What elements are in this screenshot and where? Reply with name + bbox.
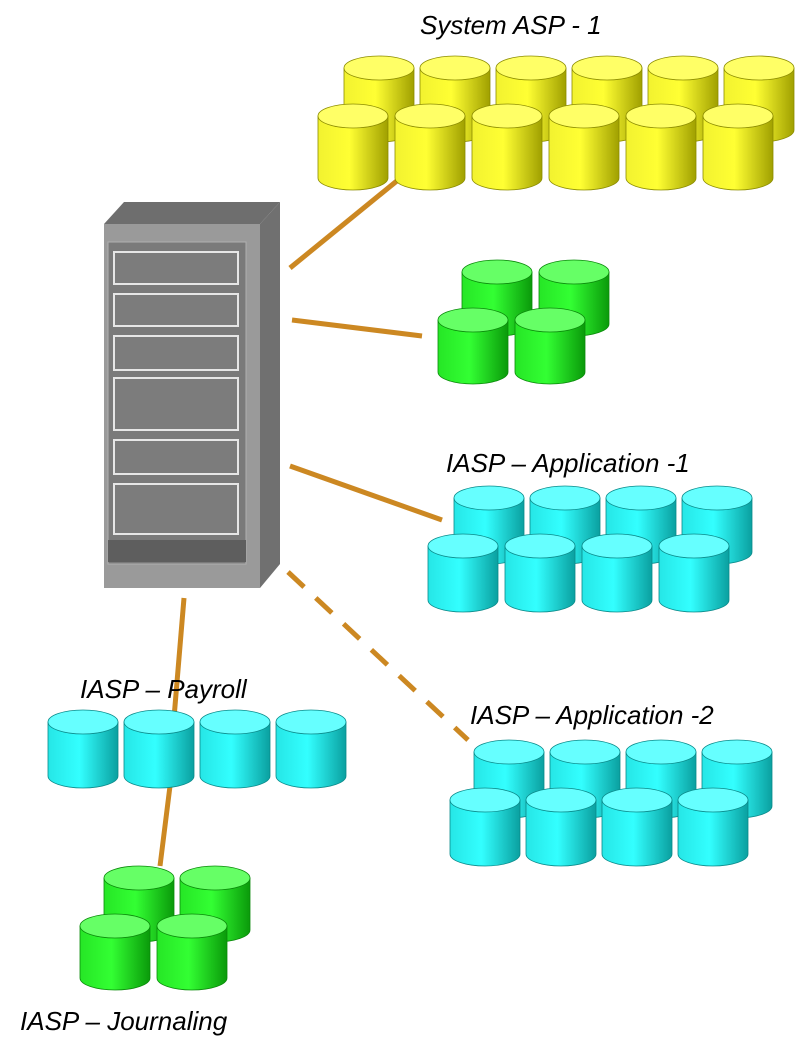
disk-icon (317, 103, 389, 191)
disk-icon (702, 103, 774, 191)
disk-icon (437, 307, 509, 385)
label-system-asp: System ASP - 1 (420, 10, 602, 40)
disk-icon (79, 913, 151, 991)
disk-group-payroll (47, 709, 347, 789)
disk-icon (275, 709, 347, 789)
disk-groups (47, 55, 795, 991)
label-iasp-payroll: IASP – Payroll (80, 674, 248, 704)
disk-icon (495, 55, 567, 143)
connector-app2 (286, 570, 470, 742)
disk-icon (548, 103, 620, 191)
disk-icon (427, 533, 499, 613)
disk-icon (677, 787, 749, 867)
disk-icon (525, 787, 597, 867)
connector-payroll (171, 597, 187, 719)
disk-icon (394, 103, 466, 191)
disk-icon (47, 709, 119, 789)
disk-group-journaling (79, 865, 251, 991)
disk-group-app2 (449, 739, 773, 867)
connector-system-asp (288, 178, 400, 270)
disk-icon (514, 307, 586, 385)
disk-icon (449, 787, 521, 867)
disk-group-unlabeled-green (437, 259, 610, 385)
disk-icon (601, 787, 673, 867)
disk-group-system-asp (317, 55, 795, 191)
disk-icon (123, 709, 195, 789)
disk-icon (581, 533, 653, 613)
label-iasp-journaling: IASP – Journaling (20, 1006, 228, 1036)
disk-icon (625, 103, 697, 191)
disk-icon (199, 709, 271, 789)
disk-icon (156, 913, 228, 991)
disk-icon (471, 103, 543, 191)
disk-group-app1 (427, 485, 753, 613)
label-iasp-application-1: IASP – Application -1 (446, 448, 690, 478)
connector-app1 (289, 463, 443, 523)
connector-unlabeled-green (291, 317, 423, 339)
disk-icon (504, 533, 576, 613)
label-iasp-application-2: IASP – Application -2 (470, 700, 714, 730)
disk-icon (658, 533, 730, 613)
server-tower (104, 202, 280, 588)
